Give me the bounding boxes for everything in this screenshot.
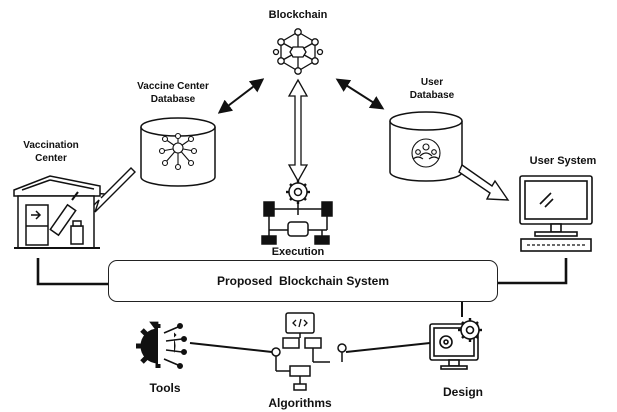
blockchain-execution-arrow bbox=[287, 78, 309, 183]
user-db-to-system-arrow bbox=[458, 163, 510, 201]
gear-circuit-icon bbox=[136, 321, 187, 369]
algorithms-label: Algorithms bbox=[268, 396, 332, 410]
proposed-system-box: Proposed Blockchain System bbox=[108, 260, 498, 302]
vaccine-db-blockchain-arrow bbox=[217, 78, 265, 114]
user-db-blockchain-arrow bbox=[335, 78, 385, 110]
proposed-system-title: Proposed Blockchain System bbox=[216, 274, 390, 288]
user-database-icon bbox=[389, 111, 463, 182]
clinic-syringe-icon bbox=[13, 175, 101, 249]
tools-link bbox=[189, 342, 273, 353]
execution-label: Execution bbox=[271, 246, 325, 258]
design-link bbox=[345, 342, 431, 353]
gear-flowchart-icon bbox=[261, 180, 333, 245]
user-database-label: User Database bbox=[409, 77, 455, 101]
blockchain-label: Blockchain bbox=[268, 9, 328, 21]
user-system-label: User System bbox=[529, 155, 597, 167]
monitor-gear-icon bbox=[429, 318, 482, 370]
tools-label: Tools bbox=[149, 381, 181, 395]
design-label: Design bbox=[442, 385, 483, 399]
user-system-connector bbox=[498, 258, 568, 285]
vaccination-center-connector bbox=[36, 258, 108, 286]
blockchain-network-icon bbox=[272, 28, 324, 75]
vaccine-center-database-label: Vaccine Center Database bbox=[137, 81, 209, 105]
code-flowchart-icon bbox=[271, 312, 347, 391]
computer-icon bbox=[519, 175, 593, 252]
vaccination-center-label: Vaccination Center bbox=[23, 140, 79, 164]
vaccine-database-icon bbox=[140, 117, 216, 187]
